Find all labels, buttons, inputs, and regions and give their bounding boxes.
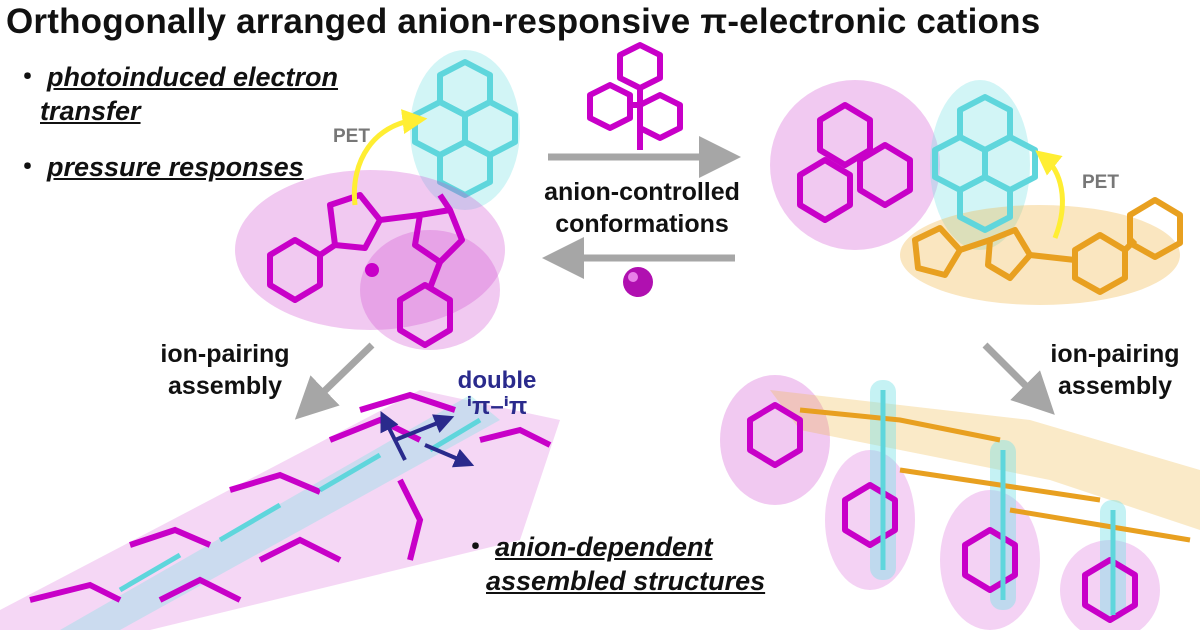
ion-pairing-right: ion-pairing assembly [1030, 338, 1200, 402]
pipi-label: ⁱπ–ⁱπ [466, 393, 528, 420]
ion-pairing-right-line1: ion-pairing [1050, 340, 1180, 368]
double-pipi-label: double ⁱπ–ⁱπ [432, 368, 562, 420]
center-label: anion-controlled conformations [522, 176, 762, 240]
pet-label-right: PET [1082, 172, 1119, 193]
bullet-anion-dependent: ・anion-dependent [462, 532, 713, 562]
ion-pairing-left-line1: ion-pairing [160, 340, 290, 368]
arrow-down-right [982, 342, 1055, 415]
bullet-anion-line2: assembled structures [486, 566, 766, 596]
center-label-line2: conformations [555, 210, 729, 238]
left-assembly [0, 390, 560, 630]
ion-pairing-left-line2: assembly [168, 372, 282, 400]
bullet-pressure-text: pressure responses [47, 152, 304, 182]
ion-pairing-left: ion-pairing assembly [140, 338, 310, 402]
bullet-anion-line1: anion-dependent [495, 532, 713, 562]
arrow-down-left [294, 342, 375, 420]
anion-sphere [623, 267, 653, 297]
bullet-anion-cont: assembled structures [486, 564, 765, 598]
bullet-pressure: ・pressure responses [14, 152, 304, 182]
pet-label-left: PET [333, 126, 370, 147]
right-assembly [720, 375, 1200, 630]
left-molecule [235, 50, 520, 350]
bullet-pet-line2: transfer [40, 96, 141, 126]
right-molecule [770, 80, 1183, 305]
anion-molecule-top [587, 42, 683, 150]
ion-pairing-right-line2: assembly [1058, 372, 1172, 400]
page-title: Orthogonally arranged anion-responsive π… [6, 2, 1041, 41]
bullet-pet-line1: photoinduced electron [47, 62, 339, 92]
center-label-line1: anion-controlled [544, 178, 740, 206]
bullet-pet: ・photoinduced electron [14, 62, 339, 92]
bullet-pet-cont: transfer [40, 94, 141, 128]
double-label: double [457, 367, 537, 394]
